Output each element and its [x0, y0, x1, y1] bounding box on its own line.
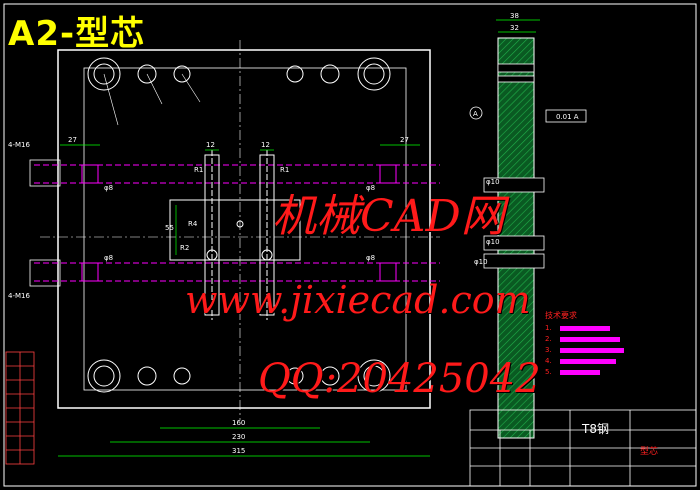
dim-phi8-right-bottom: φ8	[366, 254, 375, 262]
revision-table	[5, 351, 35, 465]
dimension-lines	[58, 19, 540, 457]
dim-r2: R2	[180, 244, 189, 252]
title-block	[469, 409, 697, 487]
core-plate-inner	[83, 67, 407, 391]
dim-r4: R4	[188, 220, 198, 228]
material-label: T8钢	[581, 422, 609, 436]
dim-phi8-right-top: φ8	[366, 184, 375, 192]
dim-r1-a: R1	[194, 166, 203, 174]
flatness-callout: 0.01 A	[556, 113, 579, 121]
core-plate	[57, 49, 431, 409]
tech-req-4: 4.	[545, 357, 552, 365]
watermark-url: www.jixiecad.com	[185, 278, 531, 322]
tech-req-3: 3.	[545, 346, 552, 354]
dim-12-a: 12	[206, 141, 215, 149]
tech-req-heading: 技术要求	[545, 310, 577, 320]
core-pins	[169, 150, 301, 320]
cooling-channel-top	[34, 164, 440, 184]
dim-m16-bottom: 4-M16	[8, 292, 30, 300]
datum-a: A	[473, 110, 478, 118]
dim-315: 315	[232, 447, 245, 455]
dim-phi10-a: φ10	[486, 178, 500, 186]
dim-38: 38	[510, 12, 519, 20]
tech-req-5: 5.	[545, 368, 552, 376]
watermark-qq: QQ:20425042	[258, 356, 541, 402]
cooling-channel-bottom	[34, 262, 440, 282]
drawing-frame	[3, 3, 697, 487]
top-holes	[87, 57, 391, 91]
dim-m16-top: 4-M16	[8, 141, 30, 149]
dim-55: 55	[165, 224, 174, 232]
watermark-cad-site: 机械CAD网	[272, 191, 505, 242]
dim-160: 160	[232, 419, 245, 427]
dim-phi8-top: φ8	[104, 184, 113, 192]
dim-phi10-c: φ10	[474, 258, 488, 266]
dim-12-b: 12	[261, 141, 270, 149]
dim-230: 230	[232, 433, 245, 441]
part-name-label: 型芯	[640, 445, 658, 457]
dim-phi8-bottom: φ8	[104, 254, 113, 262]
tech-req-1: 1.	[545, 324, 552, 332]
drawing-title: A2-型芯	[8, 14, 146, 54]
dim-27-right: 27	[400, 136, 409, 144]
dim-32: 32	[510, 24, 519, 32]
tech-req-2: 2.	[545, 335, 552, 343]
dim-27-left: 27	[68, 136, 77, 144]
bottom-holes	[87, 359, 391, 393]
dim-r1-b: R1	[280, 166, 289, 174]
dim-phi10-b: φ10	[486, 238, 500, 246]
